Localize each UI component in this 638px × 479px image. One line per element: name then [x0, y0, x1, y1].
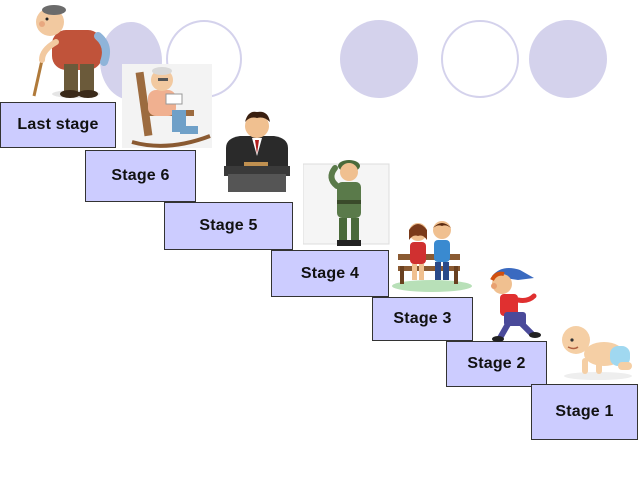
couple-on-bench-icon: [388, 214, 474, 294]
soldier-saluting-icon: [303, 156, 391, 250]
step-stage-3: Stage 3: [372, 297, 473, 341]
step-stage-1: Stage 1: [531, 384, 638, 440]
step-stage-2: Stage 2: [446, 341, 547, 387]
elderly-man-rocking-chair-icon: [122, 60, 214, 152]
step-stage-6: Stage 6: [85, 150, 196, 202]
step-stage-4: Stage 4: [271, 250, 389, 297]
step-stage-5: Stage 5: [164, 202, 293, 250]
businessman-at-desk-icon: [220, 108, 294, 194]
crawling-baby-icon: [554, 320, 638, 382]
elderly-man-with-cane-icon: [20, 2, 112, 100]
decor-circle-3: [340, 20, 418, 98]
decor-circle-4: [441, 20, 519, 98]
step-last-stage: Last stage: [0, 102, 116, 148]
boy-running-icon: [478, 262, 550, 342]
decor-circle-5: [529, 20, 607, 98]
